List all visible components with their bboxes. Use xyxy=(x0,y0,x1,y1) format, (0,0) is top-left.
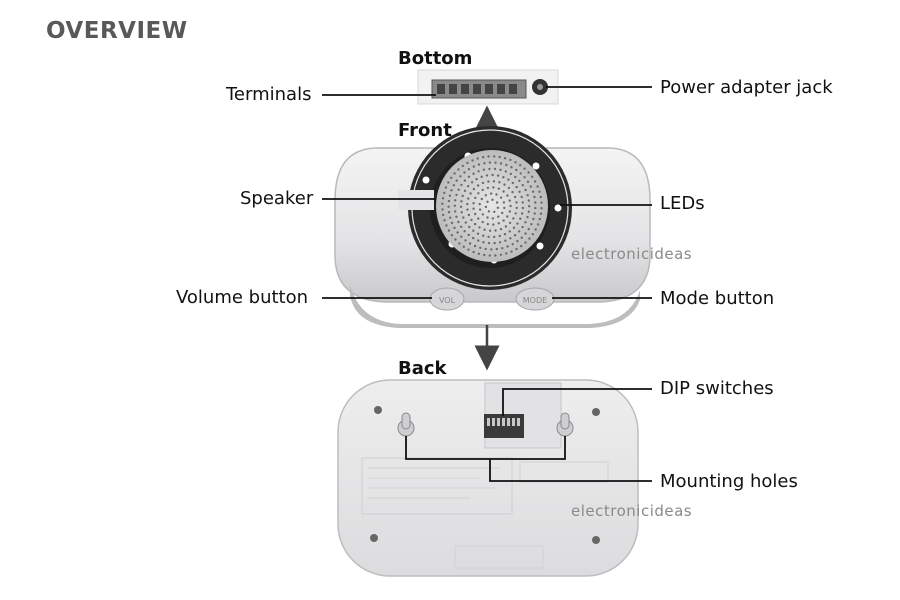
mode-key-label: MODE xyxy=(523,296,547,305)
mode-button xyxy=(515,287,555,311)
dip-switch-toggles xyxy=(487,418,520,426)
speaker-grill xyxy=(436,150,548,262)
callout-terminals: Terminals xyxy=(226,84,312,105)
bottom-view-photo xyxy=(417,69,559,105)
section-label-back: Back xyxy=(398,358,447,379)
callout-power-adapter-jack: Power adapter jack xyxy=(660,77,833,98)
front-view-device: VOL MODE xyxy=(334,126,651,328)
mounting-hole-left xyxy=(397,412,415,437)
section-label-bottom: Bottom xyxy=(398,48,473,69)
mounting-hole-right xyxy=(556,412,574,437)
callout-dip-switches: DIP switches xyxy=(660,378,774,399)
callout-mode-button: Mode button xyxy=(660,288,775,309)
callout-leds: LEDs xyxy=(660,193,705,214)
back-view-device xyxy=(337,379,639,577)
callout-mounting-holes: Mounting holes xyxy=(660,471,798,492)
page-title: OVERVIEW xyxy=(46,18,188,44)
watermark-front: electronicideas xyxy=(571,245,693,263)
leader-lines xyxy=(322,86,652,482)
callout-speaker: Speaker xyxy=(240,188,314,209)
section-label-front: Front xyxy=(398,120,452,141)
callout-volume-button: Volume button xyxy=(176,287,309,308)
watermark-back: electronicideas xyxy=(571,502,693,520)
volume-button xyxy=(429,287,465,311)
volume-key-label: VOL xyxy=(439,296,456,305)
